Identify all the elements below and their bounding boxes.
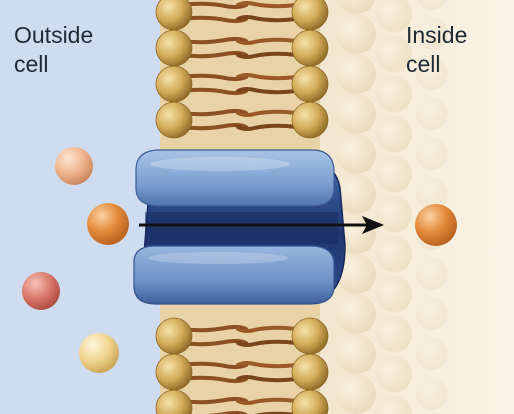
membrane-surface-bead [336,94,376,134]
inside-cell-label: Inside cell [406,22,468,77]
transport-arrow [139,216,384,234]
membrane-surface-bead [416,58,448,90]
membrane-surface-depth [336,0,448,414]
molecules [22,147,457,373]
lipid-tail [180,87,248,95]
membrane-surface-bead [336,134,376,174]
membrane-surface-bead [416,258,448,290]
membrane-surface-bead [376,196,412,232]
lipid-tail [180,51,248,59]
phospholipid-heads-outer-leaflet [155,0,193,414]
membrane-surface-bead [376,356,412,392]
lipid-tail [180,361,248,369]
channel-protein-top-subunit [135,149,335,207]
channel-protein-bottom-subunit [133,245,335,305]
membrane-surface-bead [336,334,376,374]
phospholipid-head [155,389,193,414]
phospholipid-head [155,353,193,391]
lipid-tail [180,37,248,45]
lipid-tail [236,123,298,131]
membrane-surface-bead [336,54,376,94]
lipid-tail [236,15,298,23]
membrane-surface-bead [417,0,447,10]
outside-cell-label: Outside cell [14,22,94,77]
lipid-tail [180,1,248,9]
membrane-surface-bead [336,254,376,294]
molecule-outside-orange [87,203,129,245]
membrane-surface-bead [416,178,448,210]
membrane-surface-bead [376,316,412,352]
lipid-tail [180,339,248,347]
molecule-outside-peach [55,147,93,185]
lipid-tail [180,397,248,405]
lipid-tail [236,109,298,117]
lipid-tail [180,73,248,81]
membrane-surface-bead [376,156,412,192]
phospholipid-heads-inner-leaflet [291,0,329,414]
phospholipid-head [291,65,329,103]
lipid-tail [180,15,248,23]
phospholipid-head [291,353,329,391]
membrane-surface-bead [416,298,448,330]
lipid-tail [236,87,298,95]
lipid-tail [236,375,298,383]
molecule-outside-yellow [79,333,119,373]
membrane-surface-bead [376,36,412,72]
phospholipid-head [291,101,329,139]
lipid-tail [180,375,248,383]
transport-arrow-head [362,216,384,234]
membrane-surface-bead [376,0,412,32]
membrane-surface-bead [376,396,412,414]
membrane-surface-bead [336,14,376,54]
lipid-tail [236,397,298,405]
channel-protein-bottom-highlight [148,252,288,264]
phospholipid-head [291,389,329,414]
membrane-surface-bead [376,236,412,272]
lipid-tail [236,37,298,45]
phospholipid-head [291,29,329,67]
phospholipid-head [155,65,193,103]
lipid-tail [236,51,298,59]
phospholipid-head [155,101,193,139]
lipid-tail [236,339,298,347]
membrane-surface-bead [376,116,412,152]
molecule-outside-pink [22,272,60,310]
membrane-surface-bead [336,294,376,334]
channel-pore-shadow [145,212,338,244]
channel-protein-top-highlight [150,157,290,171]
lipid-tail [236,361,298,369]
membrane-surface-bead [416,378,448,410]
lipid-tail [180,109,248,117]
lipid-tail [236,73,298,81]
phospholipid-head [291,317,329,355]
membrane-surface-bead [336,0,376,14]
membrane-surface-bead [336,374,376,414]
membrane-surface-bead [376,76,412,112]
membrane-surface-bead [416,338,448,370]
lipid-tail [236,1,298,9]
molecule-inside-orange [415,204,457,246]
channel-protein [133,149,346,305]
phospholipid-head [155,317,193,355]
membrane-surface-bead [376,276,412,312]
membrane-surface-bead [336,174,376,214]
phospholipid-head [155,29,193,67]
lipid-tail [180,123,248,131]
membrane-surface-bead [416,98,448,130]
lipid-tail [236,325,298,333]
lipid-tail [180,325,248,333]
membrane-surface-bead [416,18,448,50]
membrane-surface-bead [416,138,448,170]
